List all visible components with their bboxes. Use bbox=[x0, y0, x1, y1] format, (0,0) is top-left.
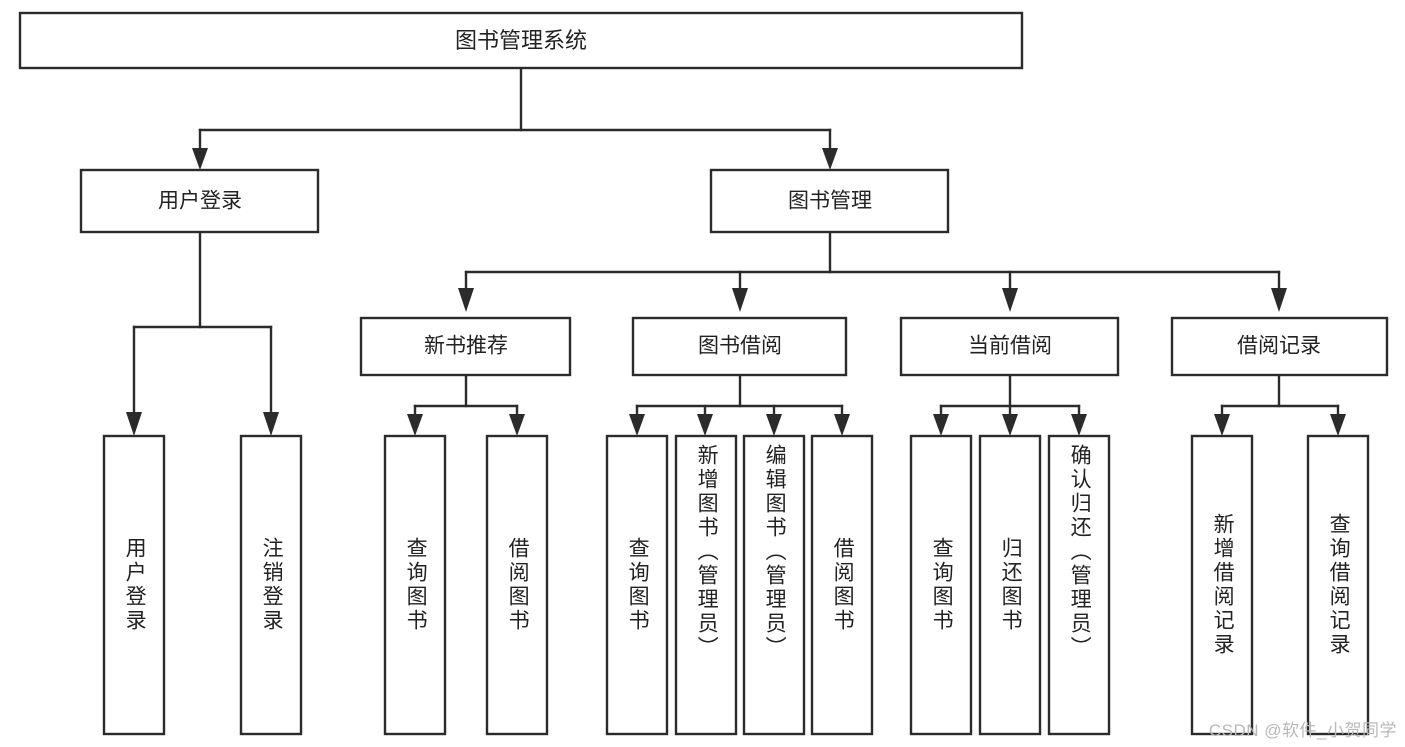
connector-bookmgmt-to-level3 bbox=[458, 230, 1287, 312]
node-user-login[interactable]: 用户登录 bbox=[79, 168, 320, 234]
leaf-box-user-login[interactable] bbox=[102, 434, 166, 736]
leaf-box-query-book-current[interactable] bbox=[909, 434, 973, 736]
connector-current-to-leaves bbox=[933, 373, 1087, 436]
node-book-management[interactable]: 图书管理 bbox=[709, 168, 950, 234]
node-root-label: 图书管理系统 bbox=[455, 28, 587, 53]
node-root[interactable]: 图书管理系统 bbox=[18, 11, 1024, 70]
leaf-box-return-book[interactable] bbox=[978, 434, 1042, 736]
leaf-box-add-book-admin[interactable] bbox=[674, 434, 738, 736]
leaf-box-edit-book-admin[interactable] bbox=[742, 434, 806, 736]
watermark-text: CSDN @软件_小贺同学 bbox=[1208, 721, 1397, 740]
node-user-login-label: 用户登录 bbox=[158, 190, 242, 213]
connector-userlogin-to-leaves bbox=[126, 230, 279, 436]
leaf-box-logout[interactable] bbox=[239, 434, 303, 736]
leaf-box-add-borrow-record[interactable] bbox=[1190, 434, 1254, 736]
connector-record-to-leaves bbox=[1214, 373, 1346, 436]
node-borrow-record-label: 借阅记录 bbox=[1237, 335, 1321, 358]
node-new-book-recommend[interactable]: 新书推荐 bbox=[359, 316, 572, 377]
node-book-management-label: 图书管理 bbox=[788, 190, 872, 213]
node-current-borrow-label: 当前借阅 bbox=[968, 335, 1052, 358]
node-new-book-recommend-label: 新书推荐 bbox=[424, 335, 508, 358]
leaf-box-borrow-book[interactable] bbox=[810, 434, 874, 736]
node-book-borrow-label: 图书借阅 bbox=[698, 335, 782, 358]
leaf-box-confirm-return-admin[interactable] bbox=[1047, 434, 1111, 736]
leaf-box-borrow-book-recommend[interactable] bbox=[485, 434, 549, 736]
node-book-borrow[interactable]: 图书借阅 bbox=[631, 316, 848, 377]
connector-newbook-to-leaves bbox=[407, 373, 525, 436]
leaf-box-query-borrow-record[interactable] bbox=[1306, 434, 1370, 736]
connector-borrow-to-leaves bbox=[629, 373, 850, 436]
node-borrow-record[interactable]: 借阅记录 bbox=[1170, 316, 1389, 377]
node-current-borrow[interactable]: 当前借阅 bbox=[899, 316, 1120, 377]
leaf-box-query-book-borrow[interactable] bbox=[605, 434, 669, 736]
connector-root-to-level2 bbox=[192, 66, 838, 170]
leaf-box-query-book-recommend[interactable] bbox=[383, 434, 447, 736]
